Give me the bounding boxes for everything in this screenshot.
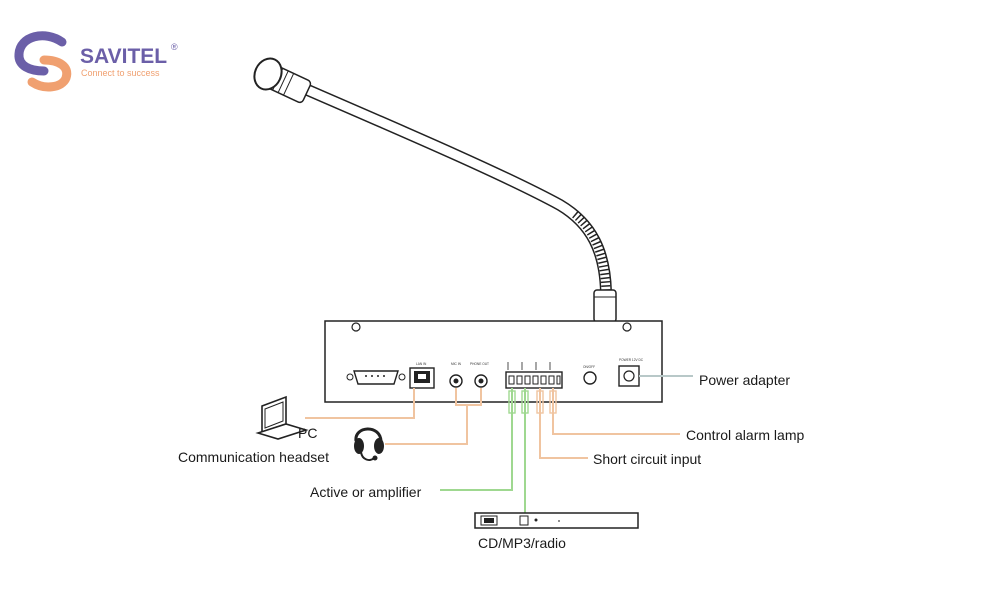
paging-console-body: LAN IN MIC IN PHONE OUT (324, 320, 663, 403)
wire-jacks-join (455, 388, 482, 406)
logo-tagline: Connect to success (81, 68, 160, 78)
label-amplifier: Active or amplifier (310, 484, 422, 500)
wire-short-plug (536, 390, 544, 414)
gooseneck-arm (297, 82, 612, 298)
logo-s-mark-top (14, 31, 67, 76)
microphone-grille (253, 57, 283, 91)
gooseneck-arm-inner (298, 83, 611, 297)
logo-registered-mark: ® (171, 42, 178, 52)
label-headset: Communication headset (178, 449, 329, 465)
label-cd: CD/MP3/radio (478, 535, 566, 551)
cd-player-unit (474, 512, 639, 529)
power-jack-label: POWER 12V DC (619, 358, 644, 362)
logo-s-mark-bottom (27, 55, 72, 92)
wire-cd-plug (521, 390, 529, 414)
onoff-button: ON/OFF (583, 365, 597, 385)
wire-short-circuit (539, 388, 588, 459)
gooseneck-base-collar (593, 289, 617, 323)
screw-right (622, 322, 632, 332)
gooseneck-microphone (253, 57, 617, 323)
laptop-icon (255, 395, 309, 440)
mic-in-jack: MIC IN (449, 362, 463, 388)
wire-amp-plug (508, 390, 516, 414)
terminal-block (505, 362, 563, 389)
label-power-adapter: Power adapter (699, 372, 790, 388)
savitel-logo: SAVITEL ® Connect to success (14, 31, 178, 92)
lan-port: LAN IN (409, 362, 435, 389)
label-short-circuit: Short circuit input (593, 451, 701, 467)
wire-amplifier (440, 388, 513, 491)
lan-port-label: LAN IN (416, 362, 427, 366)
headset-icon (354, 427, 384, 461)
screw-left (351, 322, 361, 332)
label-alarm-lamp: Control alarm lamp (686, 427, 804, 443)
wire-lan-pc (305, 388, 415, 419)
phone-out-jack: PHONE OUT (470, 362, 489, 388)
serial-port (346, 370, 406, 385)
wire-alarm (552, 388, 680, 435)
mic-in-label: MIC IN (451, 362, 462, 366)
logo-name: SAVITEL (80, 45, 167, 68)
phone-out-label: PHONE OUT (470, 362, 489, 366)
wires (305, 375, 693, 518)
onoff-label: ON/OFF (583, 365, 595, 369)
label-pc: PC (298, 425, 317, 441)
wire-alarm-plug (549, 390, 557, 414)
wire-headset (385, 405, 468, 445)
